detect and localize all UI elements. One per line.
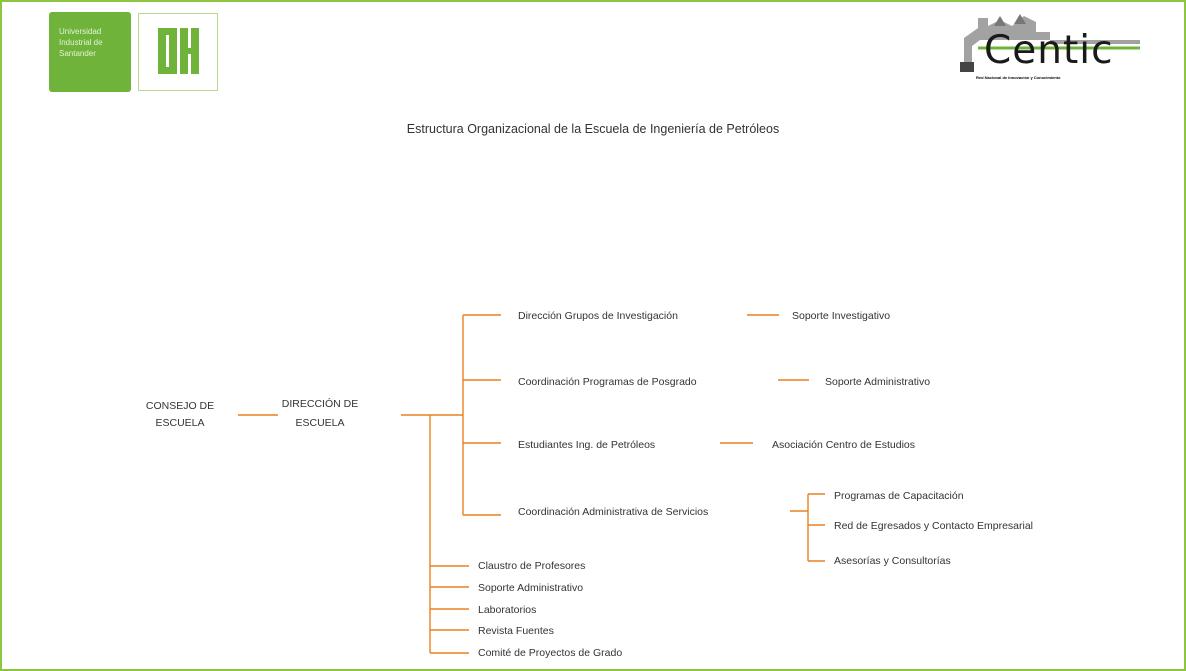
centic-tagline: Red Nacional de Innovación y Conocimient…: [976, 75, 1061, 80]
node-soporte-investigativo: Soporte Investigativo: [792, 310, 890, 322]
node-red-egresados: Red de Egresados y Contacto Empresarial: [834, 520, 1033, 532]
node-consejo-line1: CONSEJO DE: [146, 400, 214, 412]
node-programas-posgrado: Coordinación Programas de Posgrado: [518, 376, 697, 388]
building-icon: [960, 14, 1140, 72]
uis-emblem-icon: [158, 28, 199, 74]
node-consejo-line2: ESCUELA: [155, 417, 204, 429]
uis-logo-text: Universidad Industrial de Santander: [59, 27, 103, 58]
node-claustro-profesores: Claustro de Profesores: [478, 560, 585, 572]
centic-wordmark: Centic: [984, 28, 1114, 73]
node-coordinacion-administrativa: Coordinación Administrativa de Servicios: [518, 506, 708, 518]
node-grupos-investigacion: Dirección Grupos de Investigación: [518, 310, 678, 322]
node-programas-capacitacion: Programas de Capacitación: [834, 490, 964, 502]
page-title: Estructura Organizacional de la Escuela …: [406, 122, 780, 136]
node-direccion-line2: ESCUELA: [295, 417, 344, 429]
uis-logo-text-block: Universidad Industrial de Santander: [49, 12, 131, 92]
node-soporte-administrativo: Soporte Administrativo: [478, 582, 583, 594]
node-asociacion: Asociación Centro de Estudios: [772, 439, 915, 451]
node-revista-fuentes: Revista Fuentes: [478, 625, 554, 637]
node-direccion-line1: DIRECCIÓN DE: [282, 397, 358, 410]
node-laboratorios: Laboratorios: [478, 604, 536, 616]
uis-logo: [138, 13, 218, 91]
node-soporte-administrativo-posgrado: Soporte Administrativo: [825, 376, 930, 388]
centic-logo: Centic Red Nacional de Innovación y Cono…: [954, 10, 1150, 86]
org-chart-connectors: [238, 314, 825, 654]
node-estudiantes: Estudiantes Ing. de Petróleos: [518, 439, 655, 451]
node-comite-proyectos: Comité de Proyectos de Grado: [478, 647, 622, 659]
node-asesorias: Asesorías y Consultorías: [834, 555, 951, 567]
